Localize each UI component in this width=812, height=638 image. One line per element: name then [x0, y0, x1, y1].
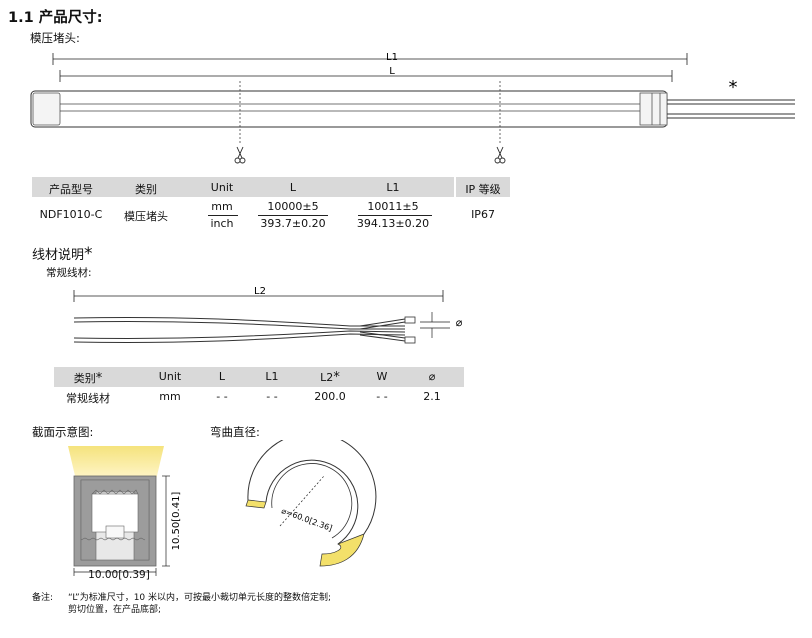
spec-l-mm: 10000±5: [267, 200, 319, 213]
notes-label: 备注:: [32, 593, 54, 603]
section-title: 1.1 产品尺寸:: [8, 10, 103, 26]
spec-unit-divider: [208, 215, 238, 216]
spec-header-category: 类别: [135, 183, 157, 196]
spec-header-l: L: [289, 181, 297, 194]
bend-outer-edge: [247, 440, 377, 535]
light-glow: [68, 446, 164, 480]
spec-unit-inch: inch: [210, 217, 234, 230]
product-dimension-drawing: L1 L *: [30, 52, 795, 164]
cable-header-w: W: [376, 370, 388, 383]
pcb-line: [80, 537, 146, 541]
spec-model: NDF1010-C: [39, 208, 103, 221]
l2-dimension-line: [73, 290, 444, 302]
bend-end-left: [245, 499, 267, 509]
cable-header-l2: L2*: [305, 370, 355, 385]
diameter-symbol: ⌀: [456, 316, 463, 329]
cable-unit: mm: [159, 390, 181, 403]
diameter-marker: [420, 312, 450, 338]
cross-section-title: 截面示意图:: [32, 425, 94, 439]
cable-l1: - -: [266, 390, 278, 403]
cable-l: - -: [216, 390, 228, 403]
diffuser: [91, 493, 139, 533]
notes-line-1: “L”为标准尺寸，10 米以内，可按最小裁切单元长度的整数倍定制;: [68, 593, 332, 603]
cross-section-drawing: 10.50[0.41]: [68, 446, 182, 576]
spec-ip: IP67: [471, 208, 495, 221]
cable-header-asterisk: *: [333, 370, 340, 385]
spec-header-l1: L1: [386, 181, 400, 194]
bend-label: ⌀=60.0[2.36]: [280, 506, 333, 533]
width-label: 10.00[0.39]: [88, 569, 150, 581]
cable-l2: 200.0: [314, 390, 346, 403]
bend-outer-arc: [265, 459, 359, 545]
cable-w: - -: [376, 390, 388, 403]
cable-title-asterisk: *: [84, 244, 93, 264]
spec-table-header: [32, 177, 510, 197]
cable-header-diameter: ⌀: [428, 370, 436, 383]
l1-dimension-label: L1: [386, 52, 398, 63]
cable-header-l2-text: L2: [320, 371, 334, 384]
cable-header-l1: L1: [265, 370, 279, 383]
spec-header-unit: Unit: [210, 181, 234, 194]
cable-header-category: 类别*: [54, 370, 122, 386]
cable-wires: [73, 316, 416, 344]
cable-header-unit: Unit: [158, 370, 182, 383]
cable-category: 常规线材: [66, 392, 110, 405]
end-cap-label: 模压堵头:: [30, 31, 80, 45]
bend-diameter-drawing: ⌀=60.0[2.36]: [245, 440, 377, 567]
spec-category: 模压堵头: [124, 210, 168, 223]
bend-title: 弯曲直径:: [210, 425, 260, 439]
spec-l-inch: 393.7±0.20: [260, 217, 326, 230]
spec-header-ip: IP 等级: [465, 183, 501, 196]
scissors-icon: [234, 146, 246, 164]
bend-diameter-line: [279, 475, 325, 527]
cable-diameter: 2.1: [423, 390, 441, 403]
cable-header-l: L: [218, 370, 226, 383]
notes-line-2: 剪切位置，在产品底部;: [68, 605, 162, 615]
cable-table-header: [54, 367, 464, 387]
cable-asterisk: *: [729, 77, 738, 98]
spec-header-model: 产品型号: [49, 183, 93, 196]
bend-end-right: [319, 533, 365, 567]
height-label: 10.50[0.41]: [171, 492, 182, 551]
l2-dimension-label: L2: [254, 286, 266, 297]
cable-drawing: L2 ⌀: [73, 286, 463, 344]
cable-title-text: 线材说明: [32, 248, 85, 263]
spec-l1-inch: 394.13±0.20: [356, 217, 430, 230]
cable-header-asterisk: *: [95, 371, 103, 386]
bend-inner-arc: [271, 463, 353, 539]
l1-dimension-line: [52, 53, 688, 65]
spec-l1-mm: 10011±5: [367, 200, 419, 213]
spec-l-divider: [258, 215, 328, 216]
diffuser-texture: [91, 489, 139, 495]
output-cables: [667, 99, 795, 119]
cable-title: 线材说明*: [32, 244, 93, 264]
led-chip: [105, 525, 125, 539]
cable-header-category-text: 类别: [73, 372, 96, 385]
l-dimension-line: [59, 70, 673, 82]
spec-unit-mm: mm: [211, 200, 233, 213]
led-strip-body: [30, 90, 668, 128]
cable-sub-label: 常规线材:: [46, 267, 92, 279]
spec-l1-divider: [358, 215, 432, 216]
l-dimension-label: L: [389, 66, 395, 77]
scissors-icon: [494, 146, 506, 164]
spec-header-divider: [454, 177, 456, 197]
